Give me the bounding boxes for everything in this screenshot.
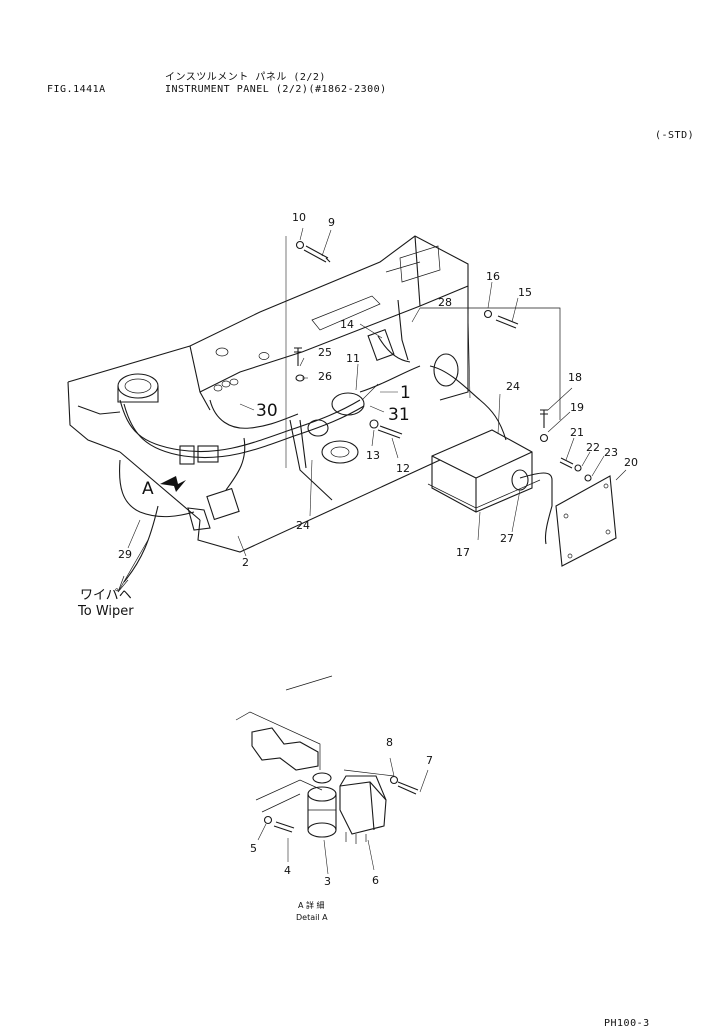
wiper-note-jp: ワイパヘ [80,588,132,603]
callout-15: 15 [518,286,532,299]
callout-3: 3 [324,875,331,888]
callout-20: 20 [624,456,638,469]
sheet-reference: PH100-3 [604,1018,650,1029]
callout-7: 7 [426,754,433,767]
meter-gauge [117,373,159,403]
switch-cluster [307,329,459,464]
wiring-harness [77,299,553,583]
callout-13: 13 [366,449,380,462]
callout-18: 18 [568,371,582,384]
callout-19: 19 [570,401,584,414]
figure-title: INSTRUMENT PANEL (2/2)(#1862-2300) [165,84,387,95]
callout-2: 2 [242,556,249,569]
callout-29: 29 [118,548,132,561]
callout-4: 4 [284,864,291,877]
leader-lines [117,227,627,593]
callout-17: 17 [456,546,470,559]
callout-10: 10 [292,211,306,224]
callout-26: 26 [318,370,332,383]
cover-plate [555,475,617,567]
relay-components [179,445,240,531]
callout-23: 23 [604,446,618,459]
variant-label: (-STD) [655,130,695,141]
callout-1: 1 [400,383,411,403]
callout-6: 6 [372,874,379,887]
wiper-note-en: To Wiper [77,604,134,619]
controller-box [427,429,541,513]
callout-24-upper: 24 [506,380,520,393]
callout-8: 8 [386,736,393,749]
figure-number: FIG.1441A [47,84,106,95]
callout-27: 27 [500,532,514,545]
callout-5: 5 [250,842,257,855]
callout-21: 21 [570,426,584,439]
callout-25: 25 [318,346,332,359]
callout-11: 11 [346,352,360,365]
callout-24-lower: 24 [296,519,310,532]
callout-30: 30 [256,401,278,421]
view-arrow-a [160,476,186,492]
detail-a-drawing [235,675,429,875]
title-japanese: インスツルメント パネル (2/2) [165,72,326,83]
fasteners [294,240,592,482]
callout-12: 12 [396,462,410,475]
callout-16: 16 [486,270,500,283]
detail-label-en: Detail A [296,913,328,922]
callout-9: 9 [328,216,335,229]
callout-22: 22 [586,441,600,454]
callout-28: 28 [438,296,452,309]
callout-31: 31 [388,405,410,425]
detail-label-jp: A 詳 細 [298,900,325,910]
callout-14: 14 [340,318,354,331]
view-marker-a: A [142,479,154,499]
